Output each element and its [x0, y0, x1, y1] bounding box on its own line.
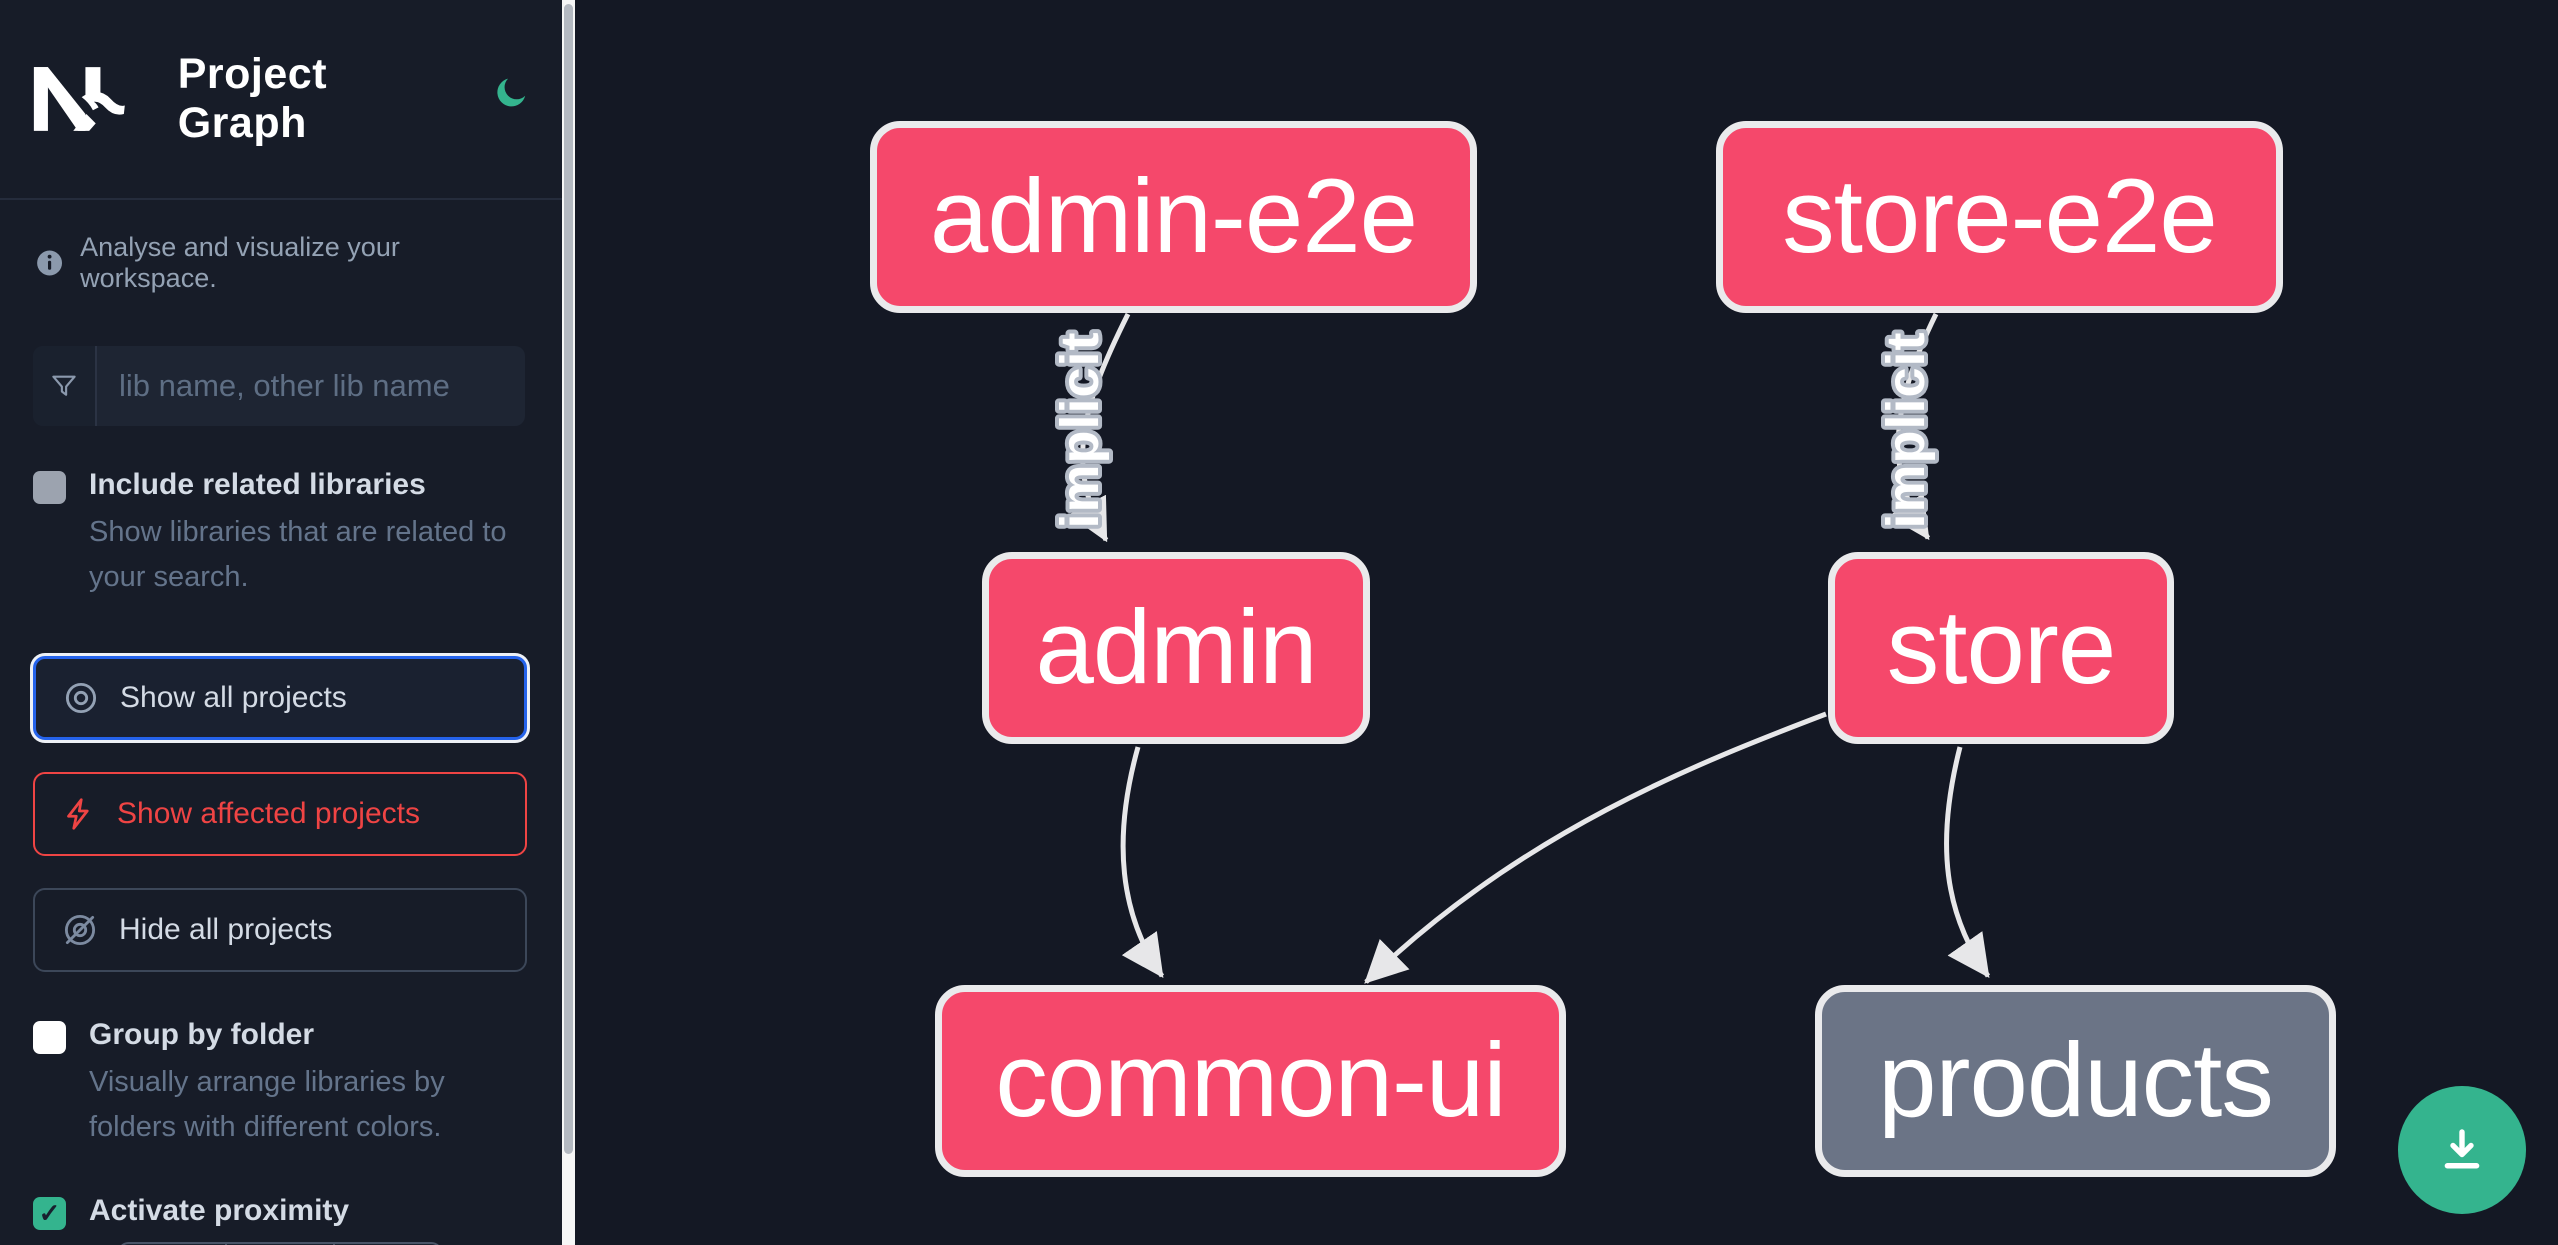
- include-related-option: Include related libraries Show libraries…: [33, 468, 529, 600]
- include-related-label: Include related libraries: [89, 468, 426, 501]
- hide-all-projects-label: Hide all projects: [119, 913, 333, 946]
- graph-node-admin[interactable]: admin: [982, 552, 1370, 744]
- activate-proximity-label: Activate proximity: [89, 1194, 350, 1227]
- show-all-projects-button[interactable]: Show all projects: [33, 656, 527, 740]
- bolt-icon: [67, 798, 89, 830]
- tagline-row: Analyse and visualize your workspace.: [0, 200, 562, 294]
- graph-node-store[interactable]: store: [1828, 552, 2174, 744]
- sidebar-scrollbar[interactable]: [562, 0, 575, 1245]
- group-by-folder-checkbox[interactable]: [33, 1021, 66, 1054]
- show-all-projects-label: Show all projects: [120, 681, 347, 714]
- nx-logo: [33, 67, 125, 131]
- group-by-folder-label: Group by folder: [89, 1018, 314, 1051]
- filter-icon: [52, 375, 76, 396]
- graph-node-products[interactable]: products: [1815, 985, 2336, 1177]
- graph-edge-store-e2e-to-store: [1888, 312, 1939, 541]
- search-bar: [33, 346, 525, 426]
- graph-node-store-e2e[interactable]: store-e2e: [1716, 121, 2283, 313]
- eye-off-icon: [64, 914, 96, 946]
- group-by-folder-option: Group by folder Visually arrange librari…: [33, 1018, 529, 1150]
- save-image-button[interactable]: [2398, 1086, 2526, 1214]
- info-icon: [37, 250, 63, 276]
- graph-edge-store-to-common-ui: [1364, 711, 1827, 984]
- show-affected-projects-button[interactable]: Show affected projects: [33, 772, 527, 856]
- graph-edge-store-to-products: [1944, 746, 1991, 979]
- hide-all-projects-button[interactable]: Hide all projects: [33, 888, 527, 972]
- graph-node-admin-e2e[interactable]: admin-e2e: [870, 121, 1477, 313]
- include-related-description: Show libraries that are related to your …: [89, 516, 507, 593]
- tagline-text: Analyse and visualize your workspace.: [80, 232, 400, 293]
- edge-label-implicit: implicit: [1876, 331, 1936, 528]
- include-related-checkbox[interactable]: [33, 471, 66, 504]
- moon-icon[interactable]: [494, 73, 530, 111]
- sidebar-scrollbar-thumb[interactable]: [564, 4, 573, 1154]
- filter-icon-segment: [33, 346, 97, 426]
- edge-label-implicit: implicit: [1050, 331, 1110, 528]
- graph-edge-admin-to-common-ui: [1120, 746, 1165, 979]
- download-icon: [2444, 1129, 2480, 1169]
- sidebar-header: Project Graph: [0, 0, 562, 200]
- activate-proximity-option: ✓ Activate proximity Explore connected l…: [33, 1194, 529, 1245]
- eye-icon: [65, 682, 97, 714]
- search-input[interactable]: [97, 346, 525, 426]
- graph-node-common-ui[interactable]: common-ui: [935, 985, 1566, 1177]
- graph-edge-admin-e2e-to-admin: [1068, 312, 1131, 543]
- group-by-folder-description: Visually arrange libraries by folders wi…: [89, 1066, 445, 1143]
- app-title: Project Graph: [177, 50, 328, 147]
- activate-proximity-checkbox[interactable]: ✓: [33, 1197, 66, 1230]
- sidebar: Project Graph Analyse and visualize your…: [0, 0, 562, 1245]
- show-affected-projects-label: Show affected projects: [117, 797, 420, 830]
